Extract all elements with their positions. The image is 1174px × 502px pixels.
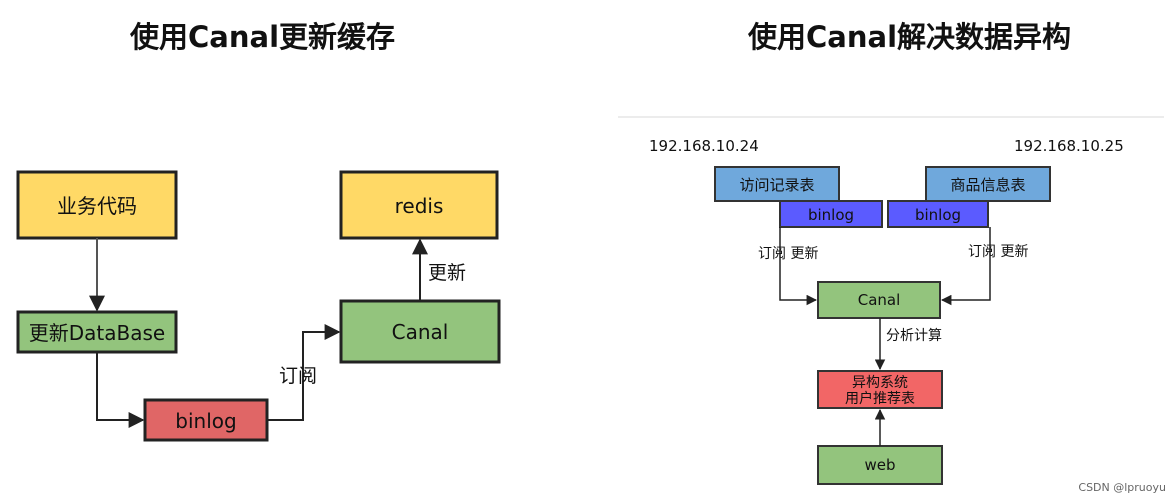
edge-label-update: 更新 xyxy=(428,262,466,284)
ip-right: 192.168.10.25 xyxy=(1014,137,1124,155)
edge-binlog-left-to-canal xyxy=(779,227,818,306)
edge-label-sub-update-left: 订阅 更新 xyxy=(758,246,818,262)
node-binlog-right: binlog xyxy=(887,200,989,228)
svg-text:用户推荐表: 用户推荐表 xyxy=(845,390,915,407)
left-diagram: 业务代码 更新DataBase binlog Canal redis 订阅 更新 xyxy=(16,170,501,442)
node-binlog-left: binlog xyxy=(779,200,883,228)
node-heterogeneous-system: 异构系统 用户推荐表 xyxy=(817,370,943,409)
node-access-table: 访问记录表 xyxy=(714,166,840,202)
edge-binlog-to-canal xyxy=(267,324,341,421)
node-web: web xyxy=(817,445,943,485)
node-binlog: binlog xyxy=(143,398,269,442)
svg-text:redis: redis xyxy=(395,194,444,218)
edge-label-subscribe: 订阅 xyxy=(279,365,317,387)
svg-text:binlog: binlog xyxy=(915,206,961,224)
svg-text:异构系统: 异构系统 xyxy=(852,375,908,391)
edge-binlog-right-to-canal xyxy=(940,227,991,306)
edge-db-to-binlog xyxy=(96,352,145,428)
node-canal-right: Canal xyxy=(817,281,941,319)
svg-text:访问记录表: 访问记录表 xyxy=(739,176,814,194)
node-business-code: 业务代码 xyxy=(16,170,178,240)
left-diagram-title: 使用Canal更新缓存 xyxy=(130,20,396,54)
node-canal: Canal xyxy=(339,299,501,364)
watermark: CSDN @lpruoyu xyxy=(1078,481,1166,494)
node-product-table: 商品信息表 xyxy=(925,166,1051,202)
node-redis: redis xyxy=(339,170,499,240)
edge-label-sub-update-right: 订阅 更新 xyxy=(968,244,1028,260)
svg-text:binlog: binlog xyxy=(175,409,236,433)
svg-text:更新DataBase: 更新DataBase xyxy=(29,321,165,345)
right-diagram: 192.168.10.24 192.168.10.25 访问记录表 商品信息表 … xyxy=(618,116,1164,485)
svg-text:Canal: Canal xyxy=(858,291,901,309)
svg-text:业务代码: 业务代码 xyxy=(57,194,137,218)
svg-text:web: web xyxy=(864,456,895,474)
edge-label-analyze: 分析计算 xyxy=(886,328,942,344)
right-diagram-title: 使用Canal解决数据异构 xyxy=(748,20,1072,54)
node-update-database: 更新DataBase xyxy=(16,310,178,354)
svg-text:商品信息表: 商品信息表 xyxy=(950,176,1025,194)
ip-left: 192.168.10.24 xyxy=(649,137,759,155)
svg-text:binlog: binlog xyxy=(808,206,854,224)
svg-text:Canal: Canal xyxy=(392,320,449,344)
